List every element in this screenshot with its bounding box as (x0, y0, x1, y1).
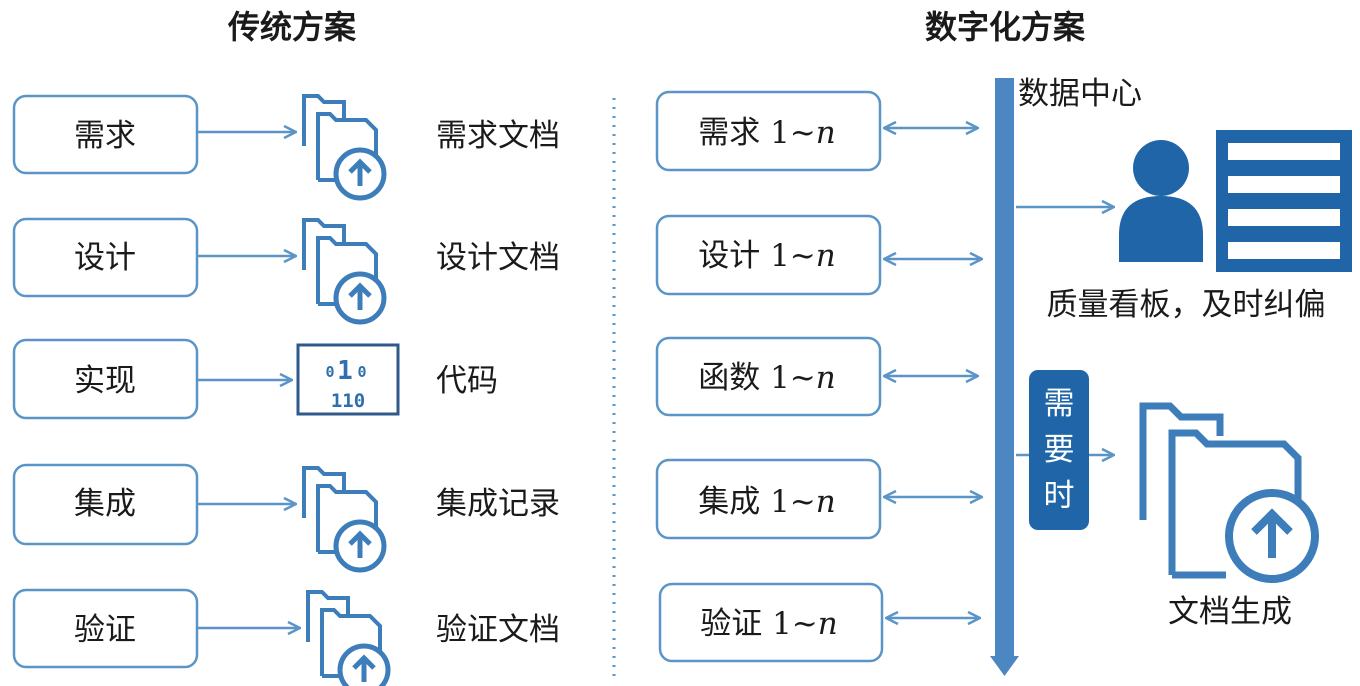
stage-box (658, 582, 884, 663)
folder-upload-icon (304, 468, 384, 570)
data-center-arrowhead (990, 656, 1019, 676)
folder-upload-icon (308, 592, 388, 686)
on-demand-char: 时 (1044, 478, 1075, 514)
traditional-title: 传统方案 (227, 8, 357, 46)
stage-label: 设计 (74, 240, 136, 276)
output-label: 设计文档 (436, 240, 560, 276)
traditional-row: 设计 设计文档 (12, 217, 560, 322)
stage-box (12, 217, 199, 298)
traditional-row: 需求 需求文档 (12, 94, 560, 198)
binary-digits: 110 (331, 390, 365, 412)
traditional-row: 实现 0 1 0 110 代码 (12, 338, 498, 420)
output-label: 验证文档 (436, 612, 560, 648)
doc-gen-label: 文档生成 (1168, 594, 1292, 630)
dashboard-label: 质量看板，及时纠偏 (1047, 287, 1326, 323)
stage-label: 需求 (74, 118, 136, 154)
digital-row: 函数 1~n (655, 336, 978, 417)
on-demand-char: 需 (1044, 386, 1075, 422)
stage-label: 验证 (74, 612, 136, 648)
traditional-row: 验证 验证文档 (12, 588, 560, 686)
binary-code-icon: 0 1 0 110 (296, 343, 400, 416)
stage-box (655, 336, 882, 417)
digital-row: 设计 1~n (655, 214, 982, 296)
output-label: 集成记录 (436, 486, 560, 522)
traditional-row: 集成 集成记录 (12, 463, 560, 570)
dashboard-list-icon (1216, 130, 1352, 272)
stage-label: 需求 1~n (698, 115, 836, 151)
digital-row: 集成 1~n (655, 458, 982, 540)
folder-upload-icon-large (1139, 402, 1319, 583)
stage-box (655, 90, 882, 172)
stage-label: 验证 1~n (700, 606, 838, 642)
stage-box (655, 458, 882, 540)
person-icon (1119, 140, 1203, 262)
output-label: 需求文档 (436, 118, 560, 154)
stage-box (12, 463, 199, 546)
stage-box (655, 214, 882, 296)
digital-row: 验证 1~n (658, 582, 980, 663)
binary-digit: 1 (337, 356, 353, 386)
binary-digit: 0 (357, 363, 366, 381)
stage-label: 设计 1~n (698, 238, 836, 274)
stage-box (12, 338, 199, 420)
folder-upload-icon (304, 96, 384, 198)
digital-title: 数字化方案 (925, 8, 1086, 46)
stage-label: 集成 (74, 486, 136, 522)
stage-box (12, 94, 199, 175)
stage-label: 集成 1~n (698, 484, 836, 520)
on-demand-badge (1029, 370, 1089, 530)
binary-digit: 0 (325, 363, 334, 381)
stage-label: 函数 1~n (698, 360, 836, 396)
data-center-bar (995, 78, 1014, 658)
output-label: 代码 (436, 363, 498, 399)
on-demand-char: 要 (1044, 432, 1075, 468)
digital-row: 需求 1~n (655, 90, 978, 172)
data-center-label: 数据中心 (1018, 76, 1142, 112)
stage-label: 实现 (74, 363, 136, 399)
stage-box (12, 588, 199, 669)
folder-upload-icon (304, 220, 384, 322)
